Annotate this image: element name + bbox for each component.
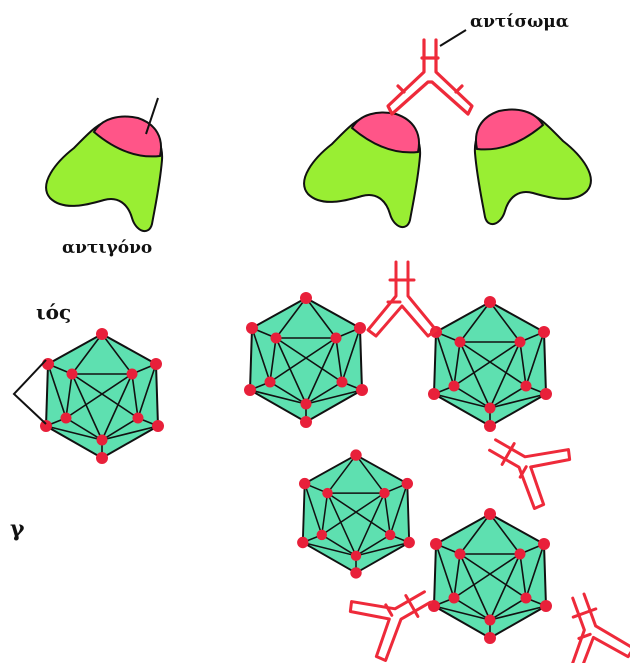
antigen-bound-right <box>473 108 592 226</box>
virus-cluster-4 <box>427 507 553 645</box>
panel-letter-label: γ <box>10 516 25 542</box>
antigen-single <box>45 115 164 233</box>
antigen-bound-left <box>303 111 422 229</box>
virus-cluster-3 <box>296 448 416 580</box>
antigen-label: αντιγόνο <box>62 238 153 258</box>
antibody-link-4 <box>544 582 630 663</box>
virus-cluster-2 <box>427 295 553 433</box>
antibody-link-3 <box>344 566 446 663</box>
antigen-pointer-line <box>145 97 159 135</box>
antibody-pointer-line <box>439 29 467 47</box>
virus-single <box>39 327 165 465</box>
antibody-label: αντίσωμα <box>470 12 569 32</box>
virus-cluster-1 <box>243 291 369 429</box>
antibody-top <box>386 38 474 116</box>
virus-pointer-lines <box>12 359 47 425</box>
virus-label: ιός <box>36 300 72 324</box>
antibody-link-1 <box>366 260 438 338</box>
